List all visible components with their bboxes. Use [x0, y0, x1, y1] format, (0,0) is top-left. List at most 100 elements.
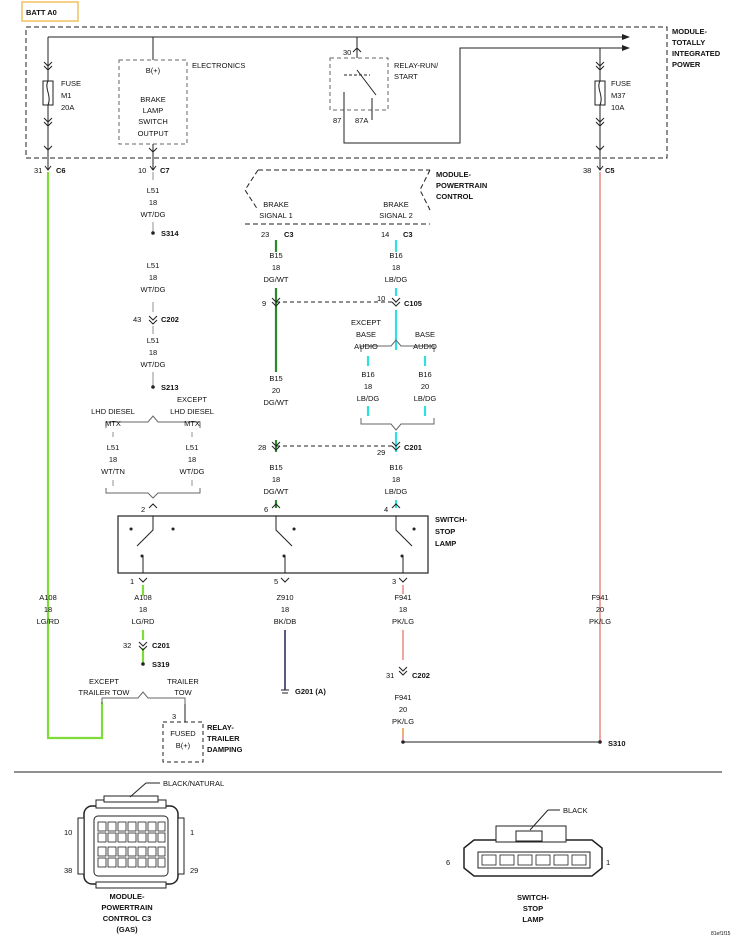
l51dg-1: L51 — [186, 443, 199, 452]
c201-c: C201 — [152, 641, 170, 650]
bus-arrow-b — [622, 45, 630, 51]
l51b-1: L51 — [147, 261, 160, 270]
a108m-2: 18 — [139, 605, 147, 614]
bls-1: BRAKE — [140, 95, 165, 104]
electronics-label: ELECTRONICS — [192, 61, 245, 70]
a108m-1: A108 — [134, 593, 152, 602]
relay-l2: START — [394, 72, 418, 81]
lhd-bracket — [105, 415, 201, 428]
bs2-a: BRAKE — [383, 200, 408, 209]
switch-connector-view — [463, 825, 603, 877]
b16d-1: B16 — [389, 463, 402, 472]
c105-p10: 10 — [377, 294, 385, 303]
s319: S319 — [152, 660, 170, 669]
sw-conn-color: BLACK — [563, 806, 588, 815]
f941b-3: PK/LG — [589, 617, 611, 626]
b16c-2: 20 — [421, 382, 429, 391]
rt-pin: 3 — [172, 712, 176, 721]
bs1-b: SIGNAL 1 — [259, 211, 293, 220]
wire-a108-left — [46, 172, 104, 740]
a108m-3: LG/RD — [132, 617, 156, 626]
s213: S213 — [161, 383, 179, 392]
conn-dashes — [276, 301, 396, 447]
l51b-3: WT/DG — [141, 285, 166, 294]
c202l-p: 31 — [386, 671, 394, 680]
f941b-2: 20 — [596, 605, 604, 614]
trailer-ground — [281, 689, 289, 694]
sw-conn-leader — [529, 809, 549, 831]
audio-bracket — [360, 339, 435, 352]
fuse-m37-element — [598, 80, 602, 106]
pcm-conn-n2: POWERTRAIN — [101, 903, 152, 912]
switch-box — [117, 515, 429, 574]
pcm-conn-n3: CONTROL C3 — [103, 914, 152, 923]
sw-conn-p1: 1 — [606, 858, 610, 867]
bls-4: OUTPUT — [138, 129, 169, 138]
sw-bot-marks — [138, 577, 408, 583]
pcm-conn-leader — [129, 782, 147, 798]
tr-1: TRAILER — [167, 677, 199, 686]
pcm-p23: 23 — [261, 230, 269, 239]
pin-38: 38 — [583, 166, 591, 175]
c202-c: C202 — [161, 315, 179, 324]
pcm-conn-p10: 10 — [64, 828, 72, 837]
b15c-3: DG/WT — [264, 487, 289, 496]
a108l-2: 18 — [44, 605, 52, 614]
b16b-2: 18 — [364, 382, 372, 391]
z910-1: Z910 — [276, 593, 293, 602]
b16c-1: B16 — [418, 370, 431, 379]
pin-c5: C5 — [605, 166, 615, 175]
trailer-bracket — [101, 691, 186, 704]
bus-arrow-a — [622, 34, 630, 40]
pcm-conn-p38: 38 — [64, 866, 72, 875]
sw-contact-dots — [129, 527, 416, 558]
fuse-m1-a: 20A — [61, 103, 74, 112]
f941b-1: F941 — [591, 593, 608, 602]
sw-bot-1: 1 — [130, 577, 134, 586]
exlhd-2: LHD DIESEL — [170, 407, 214, 416]
tr-2: TOW — [174, 688, 192, 697]
pcm-conn-n4: (GAS) — [116, 925, 138, 934]
splice-s310-a — [401, 740, 405, 744]
c105-c: C105 — [404, 299, 422, 308]
sw-top-marks — [148, 503, 401, 509]
c202l-c: C202 — [412, 671, 430, 680]
sw-conn-n1: SWITCH- — [517, 893, 550, 902]
pcm-connector-view — [77, 795, 185, 889]
f941c-3: PK/LG — [392, 717, 414, 726]
pin-c7: C7 — [160, 166, 170, 175]
lhd-2: MTX — [105, 419, 121, 428]
l51tn-3: WT/TN — [101, 467, 125, 476]
lhd-merge — [105, 488, 201, 499]
b16b-1: B16 — [361, 370, 374, 379]
pin-31: 31 — [34, 166, 42, 175]
ext-1: EXCEPT — [89, 677, 119, 686]
batt-label: BATT A0 — [26, 8, 57, 17]
figure-code: 81ef1f15 — [711, 931, 731, 937]
pin-y-marks — [44, 165, 604, 171]
pcm-p14: 14 — [381, 230, 389, 239]
exlhd-1: EXCEPT — [177, 395, 207, 404]
fuse-m1-chev — [43, 61, 53, 151]
b15b-1: B15 — [269, 374, 282, 383]
b15b-3: DG/WT — [264, 398, 289, 407]
switch-l3: LAMP — [435, 539, 456, 548]
pcm-l2: POWERTRAIN — [436, 181, 487, 190]
z910-2: 18 — [281, 605, 289, 614]
c201t-p28: 28 — [258, 443, 266, 452]
b16a-2: 18 — [392, 263, 400, 272]
splice-s213 — [151, 385, 155, 389]
sw-conn-p6: 6 — [446, 858, 450, 867]
f941c-2: 20 — [399, 705, 407, 714]
c201t-c: C201 — [404, 443, 422, 452]
bls-2: LAMP — [143, 106, 163, 115]
pcm-c3-a: C3 — [284, 230, 294, 239]
electronics-bplus: B(+) — [146, 66, 161, 75]
bs1-a: BRAKE — [263, 200, 288, 209]
electronics-chev — [148, 147, 158, 153]
fuse-m1-n: M1 — [61, 91, 71, 100]
b16c-3: LB/DG — [414, 394, 437, 403]
z910-3: BK/DB — [274, 617, 297, 626]
b15a-3: DG/WT — [264, 275, 289, 284]
